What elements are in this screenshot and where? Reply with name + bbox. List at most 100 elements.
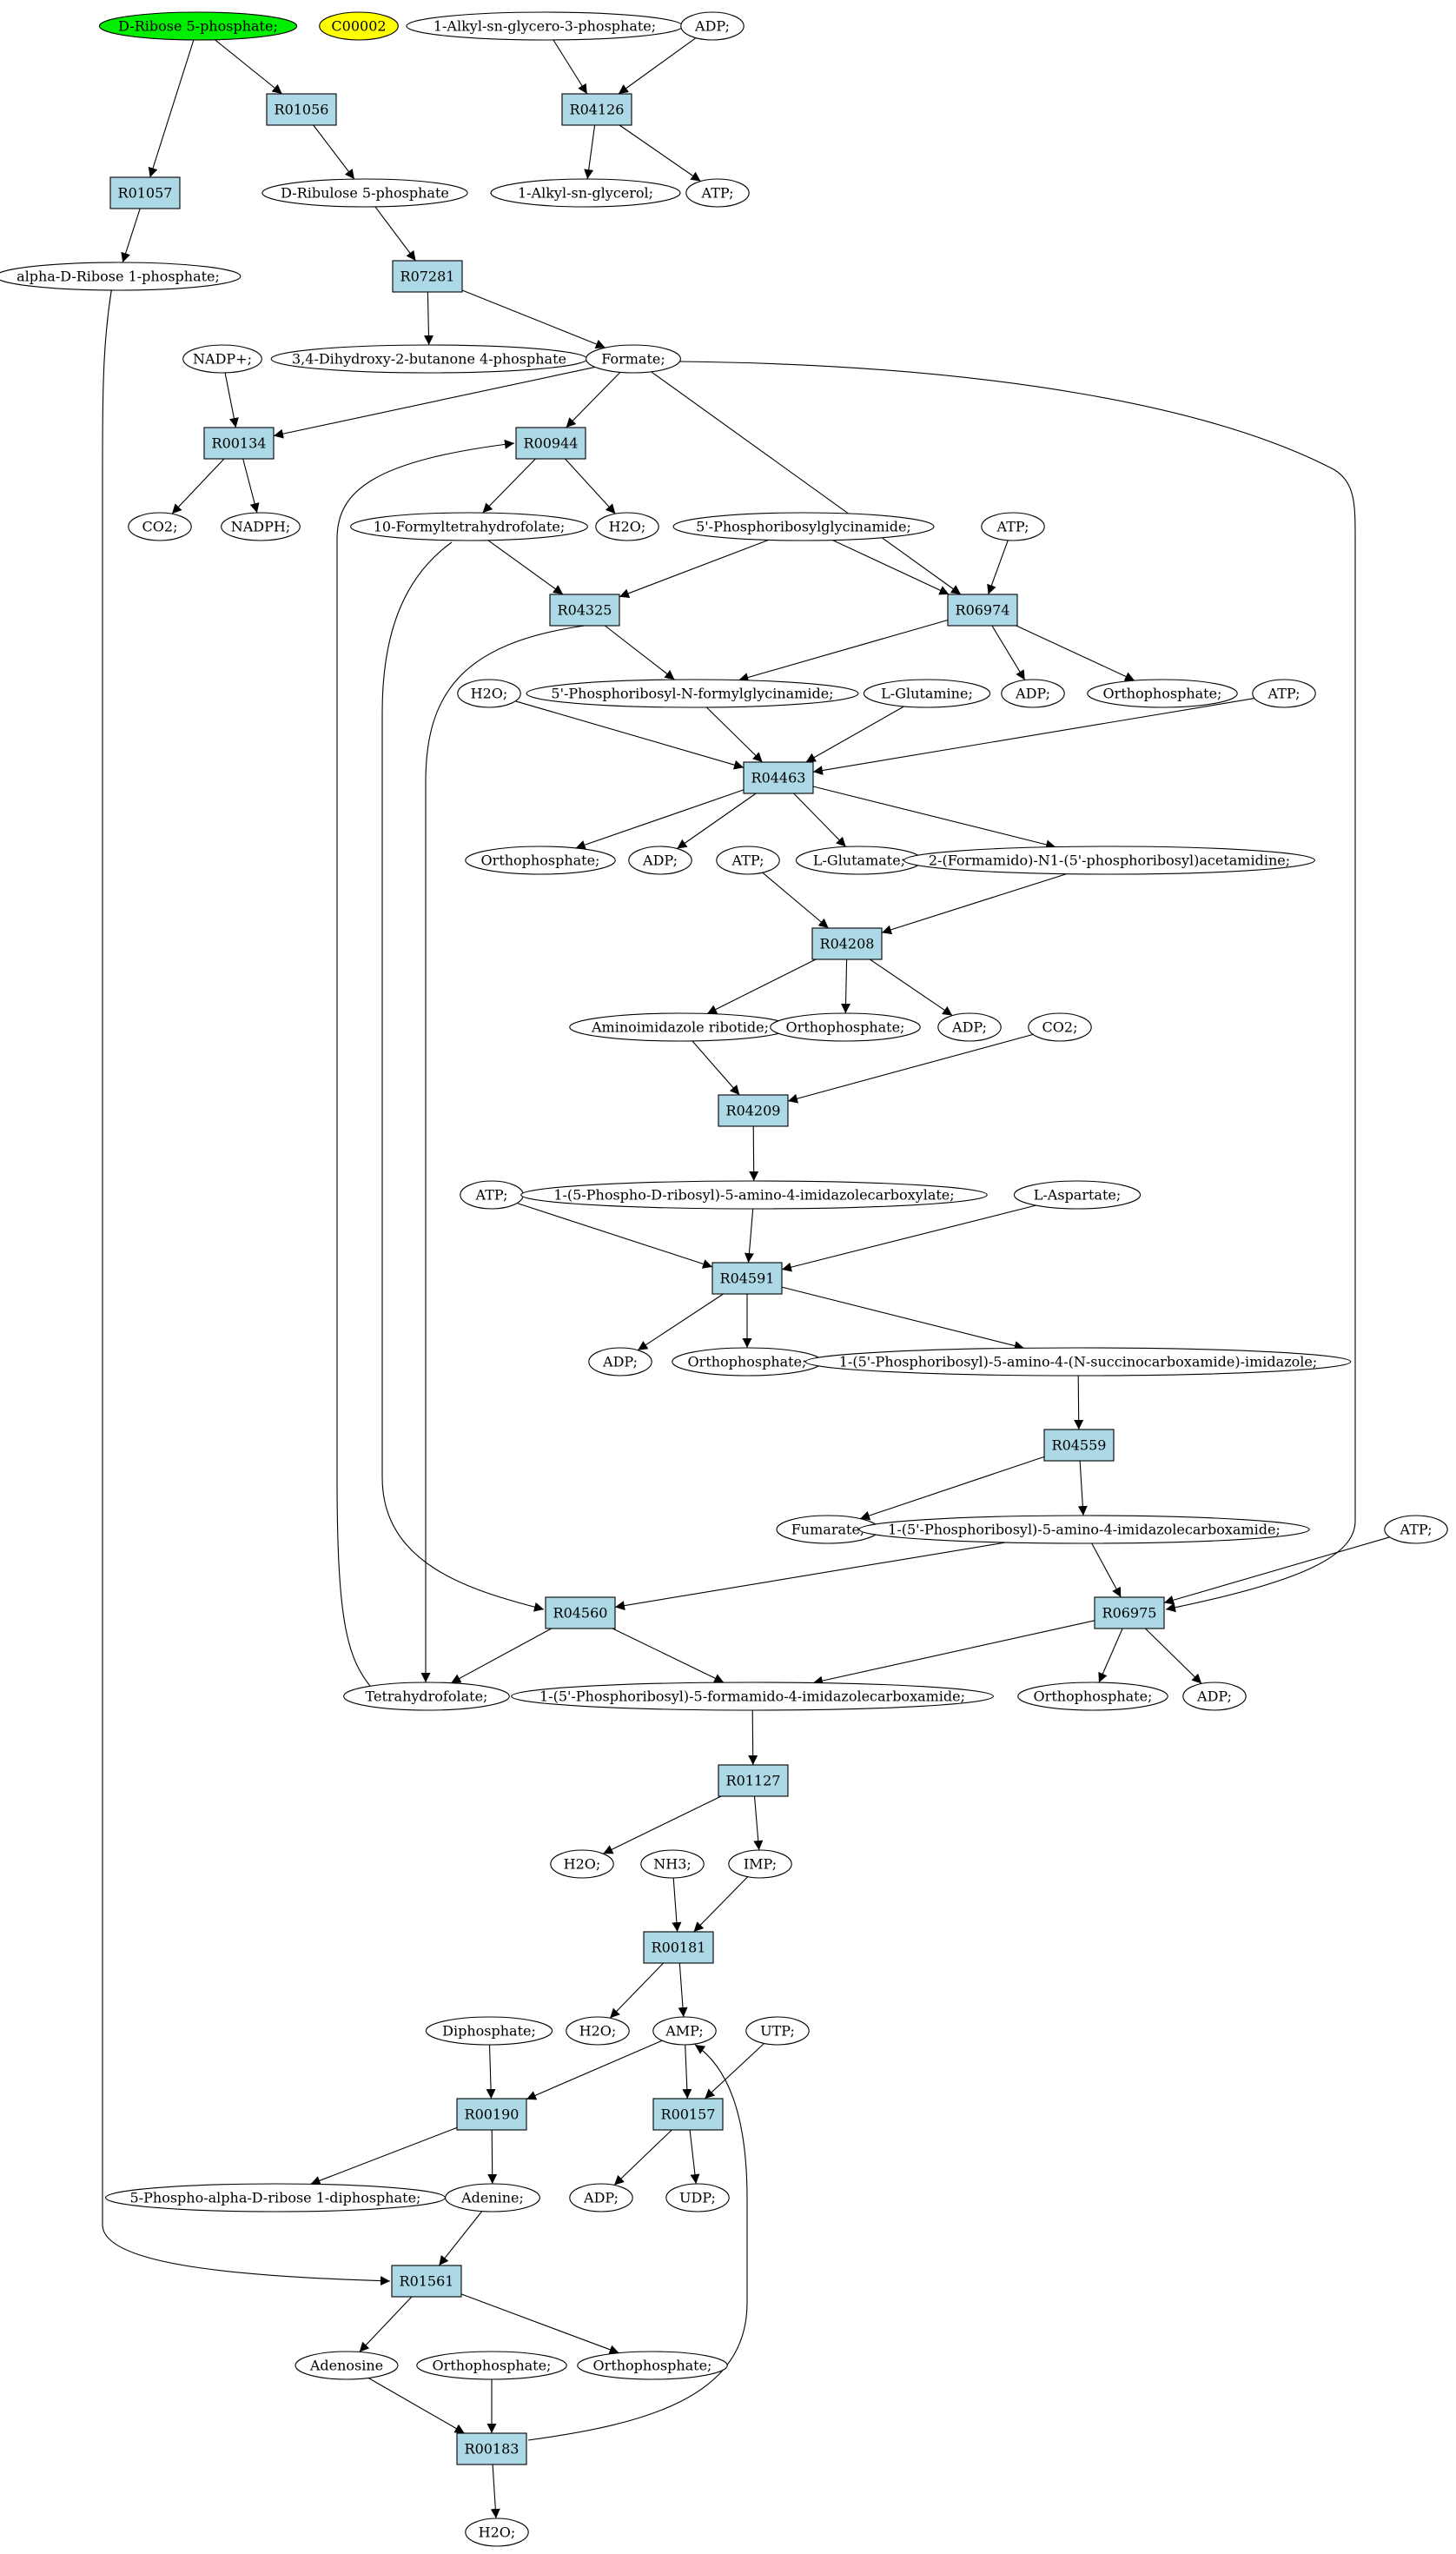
edge-phosphoribosyl-n-formylglycinamide-to-R04463: [705, 706, 763, 763]
metabolite-node-diphosphate[interactable]: Diphosphate;: [425, 2016, 553, 2046]
metabolite-node-atp-4[interactable]: ATP;: [716, 846, 780, 875]
metabolite-node-udp[interactable]: UDP;: [665, 2183, 730, 2212]
reaction-node-r04126[interactable]: R04126: [561, 93, 632, 126]
metabolite-node-imp[interactable]: IMP;: [728, 1849, 792, 1879]
metabolite-node-co2-2[interactable]: CO2;: [1028, 1012, 1092, 1042]
metabolite-node-phosphoribosylglycinamide[interactable]: 5'-Phosphoribosylglycinamide;: [672, 512, 935, 541]
edge-R00134-to-co2-1: [171, 458, 225, 514]
edge-R00181-to-amp: [678, 1962, 688, 2018]
metabolite-ellipse: [1182, 1682, 1247, 1711]
reaction-node-r04208[interactable]: R04208: [811, 927, 883, 960]
metabolite-node-atp-6[interactable]: ATP;: [1384, 1515, 1448, 1544]
metabolite-node-orthophosphate-7[interactable]: Orthophosphate;: [577, 2351, 728, 2380]
metabolite-node-adenosine[interactable]: Adenosine: [295, 2351, 399, 2380]
metabolite-node-tetrahydrofolate[interactable]: Tetrahydrofolate;: [343, 1682, 510, 1711]
reaction-node-r01561[interactable]: R01561: [391, 2265, 462, 2298]
metabolite-node-phospho-ribosyl-carboxylate[interactable]: 1-(5-Phospho-D-ribosyl)-5-amino-4-imidaz…: [520, 1180, 988, 1210]
metabolite-node-phospho-ribose-diphosphate[interactable]: 5-Phospho-alpha-D-ribose 1-diphosphate;: [105, 2183, 446, 2212]
metabolite-node-adp-5[interactable]: ADP;: [588, 1347, 652, 1377]
reaction-node-r04559[interactable]: R04559: [1043, 1429, 1115, 1462]
reaction-node-r00183[interactable]: R00183: [456, 2432, 527, 2465]
reaction-node-r07281[interactable]: R07281: [392, 260, 463, 293]
metabolite-node-formate[interactable]: Formate;: [586, 344, 681, 374]
reaction-node-r00190[interactable]: R00190: [456, 2098, 527, 2131]
metabolite-node-atp-2[interactable]: ATP;: [981, 512, 1045, 541]
metabolite-ellipse: [182, 344, 262, 374]
metabolite-node-h2o-4[interactable]: H2O;: [566, 2016, 630, 2046]
metabolite-node-adp-7[interactable]: ADP;: [569, 2183, 633, 2212]
metabolite-node-atp-3[interactable]: ATP;: [1252, 679, 1316, 708]
metabolite-node-l-glutamine[interactable]: L-Glutamine;: [863, 679, 991, 708]
metabolite-node-phosphoribosyl-n-formylglycinamide[interactable]: 5'-Phosphoribosyl-N-formylglycinamide;: [526, 679, 859, 708]
metabolite-node-aminoimidazole-ribotide[interactable]: Aminoimidazole ribotide;: [569, 1012, 791, 1042]
metabolite-node-fumarate[interactable]: Fumarate;: [776, 1515, 880, 1544]
reaction-node-r04325[interactable]: R04325: [549, 594, 620, 627]
reaction-node-r01057[interactable]: R01057: [109, 176, 181, 209]
reaction-node-r00157[interactable]: R00157: [652, 2098, 724, 2131]
metabolite-node-orthophosphate-3[interactable]: Orthophosphate;: [770, 1012, 921, 1042]
reaction-node-r04463[interactable]: R04463: [743, 761, 814, 794]
metabolite-node-h2o-2[interactable]: H2O;: [457, 679, 521, 708]
metabolite-node-atp-1[interactable]: ATP;: [685, 178, 750, 208]
metabolite-node-formyltetrahydrofolate[interactable]: 10-Formyltetrahydrofolate;: [350, 512, 588, 541]
reaction-node-r04560[interactable]: R04560: [545, 1596, 616, 1629]
metabolite-node-atp-5[interactable]: ATP;: [460, 1180, 524, 1210]
metabolite-node-adenine[interactable]: Adenine;: [445, 2183, 540, 2212]
metabolite-node-d-ribose-5-phosphate[interactable]: D-Ribose 5-phosphate;: [98, 11, 298, 41]
metabolite-node-nh3[interactable]: NH3;: [640, 1849, 705, 1879]
metabolite-node-l-aspartate[interactable]: L-Aspartate;: [1013, 1180, 1142, 1210]
edge-aminoimidazolecarboxamide-to-R06975: [1091, 1542, 1122, 1598]
metabolite-node-c00002[interactable]: C00002: [319, 11, 399, 41]
metabolite-label: H2O;: [609, 519, 646, 535]
reaction-box: [392, 260, 463, 293]
metabolite-node-h2o-5[interactable]: H2O;: [465, 2518, 529, 2547]
metabolite-label: 1-(5-Phospho-D-ribosyl)-5-amino-4-imidaz…: [553, 1187, 954, 1204]
reaction-node-r00944[interactable]: R00944: [515, 427, 586, 460]
metabolite-node-nadp[interactable]: NADP+;: [182, 344, 262, 374]
reaction-node-r04209[interactable]: R04209: [718, 1094, 789, 1127]
metabolite-ellipse: [652, 2016, 717, 2046]
reaction-node-r06975[interactable]: R06975: [1094, 1596, 1165, 1629]
reaction-box: [456, 2432, 527, 2465]
metabolite-node-succinocarboxamide-imidazole[interactable]: 1-(5'-Phosphoribosyl)-5-amino-4-(N-succi…: [804, 1347, 1352, 1377]
metabolite-node-h2o-1[interactable]: H2O;: [595, 512, 659, 541]
metabolite-node-orthophosphate-1[interactable]: Orthophosphate;: [1087, 679, 1238, 708]
metabolite-label: ATP;: [996, 519, 1029, 535]
metabolite-label: D-Ribulose 5-phosphate: [281, 185, 449, 202]
metabolite-label: NH3;: [653, 1856, 692, 1873]
metabolite-node-dihydroxy-butanone-phosphate[interactable]: 3,4-Dihydroxy-2-butanone 4-phosphate: [270, 344, 588, 374]
metabolite-node-h2o-3[interactable]: H2O;: [550, 1849, 614, 1879]
metabolite-node-nadph[interactable]: NADPH;: [221, 512, 301, 541]
metabolite-node-orthophosphate-6[interactable]: Orthophosphate;: [416, 2351, 567, 2380]
metabolite-node-amp[interactable]: AMP;: [652, 2016, 717, 2046]
metabolite-label: 1-(5'-Phosphoribosyl)-5-formamido-4-imid…: [539, 1688, 965, 1705]
metabolite-node-alkyl-sn-glycerol[interactable]: 1-Alkyl-sn-glycerol;: [490, 178, 681, 208]
metabolite-node-adp-6[interactable]: ADP;: [1182, 1682, 1247, 1711]
metabolite-node-l-glutamate[interactable]: L-Glutamate;: [795, 846, 923, 875]
metabolite-node-utp[interactable]: UTP;: [745, 2016, 810, 2046]
metabolite-node-orthophosphate-5[interactable]: Orthophosphate;: [1017, 1682, 1168, 1711]
metabolite-node-adp-4[interactable]: ADP;: [937, 1012, 1002, 1042]
edge-d-ribose-5-phosphate-to-R01057: [148, 39, 195, 178]
metabolite-node-orthophosphate-4[interactable]: Orthophosphate;: [672, 1347, 823, 1377]
reaction-node-r00181[interactable]: R00181: [643, 1931, 714, 1964]
metabolite-label: Orthophosphate;: [433, 2358, 552, 2374]
reaction-node-r01056[interactable]: R01056: [266, 93, 337, 126]
metabolite-node-alkyl-sn-glycero-3-phosphate[interactable]: 1-Alkyl-sn-glycero-3-phosphate;: [406, 11, 684, 41]
metabolite-node-adp-2[interactable]: ADP;: [1001, 679, 1065, 708]
metabolite-node-formamido-imidazolecarboxamide[interactable]: 1-(5'-Phosphoribosyl)-5-formamido-4-imid…: [511, 1682, 994, 1711]
reaction-node-r04591[interactable]: R04591: [711, 1262, 783, 1295]
edge-layer: [102, 37, 1390, 2519]
metabolite-node-aminoimidazolecarboxamide[interactable]: 1-(5'-Phosphoribosyl)-5-amino-4-imidazol…: [858, 1515, 1310, 1544]
metabolite-node-co2-1[interactable]: CO2;: [128, 512, 192, 541]
metabolite-node-orthophosphate-2[interactable]: Orthophosphate;: [465, 846, 616, 875]
metabolite-node-formamido-acetamidine[interactable]: 2-(Formamido)-N1-(5'-phosphoribosyl)acet…: [903, 846, 1315, 875]
metabolite-node-d-ribulose-5-phosphate[interactable]: D-Ribulose 5-phosphate: [261, 178, 468, 208]
metabolite-node-alpha-d-ribose-1-phosphate[interactable]: alpha-D-Ribose 1-phosphate;: [0, 262, 242, 291]
reaction-node-r06974[interactable]: R06974: [947, 594, 1018, 627]
edge-formate-to-R06974: [651, 371, 962, 595]
reaction-node-r01127[interactable]: R01127: [718, 1764, 789, 1797]
metabolite-node-adp-1[interactable]: ADP;: [680, 11, 745, 41]
reaction-node-r00134[interactable]: R00134: [203, 427, 275, 460]
metabolite-node-adp-3[interactable]: ADP;: [628, 846, 692, 875]
